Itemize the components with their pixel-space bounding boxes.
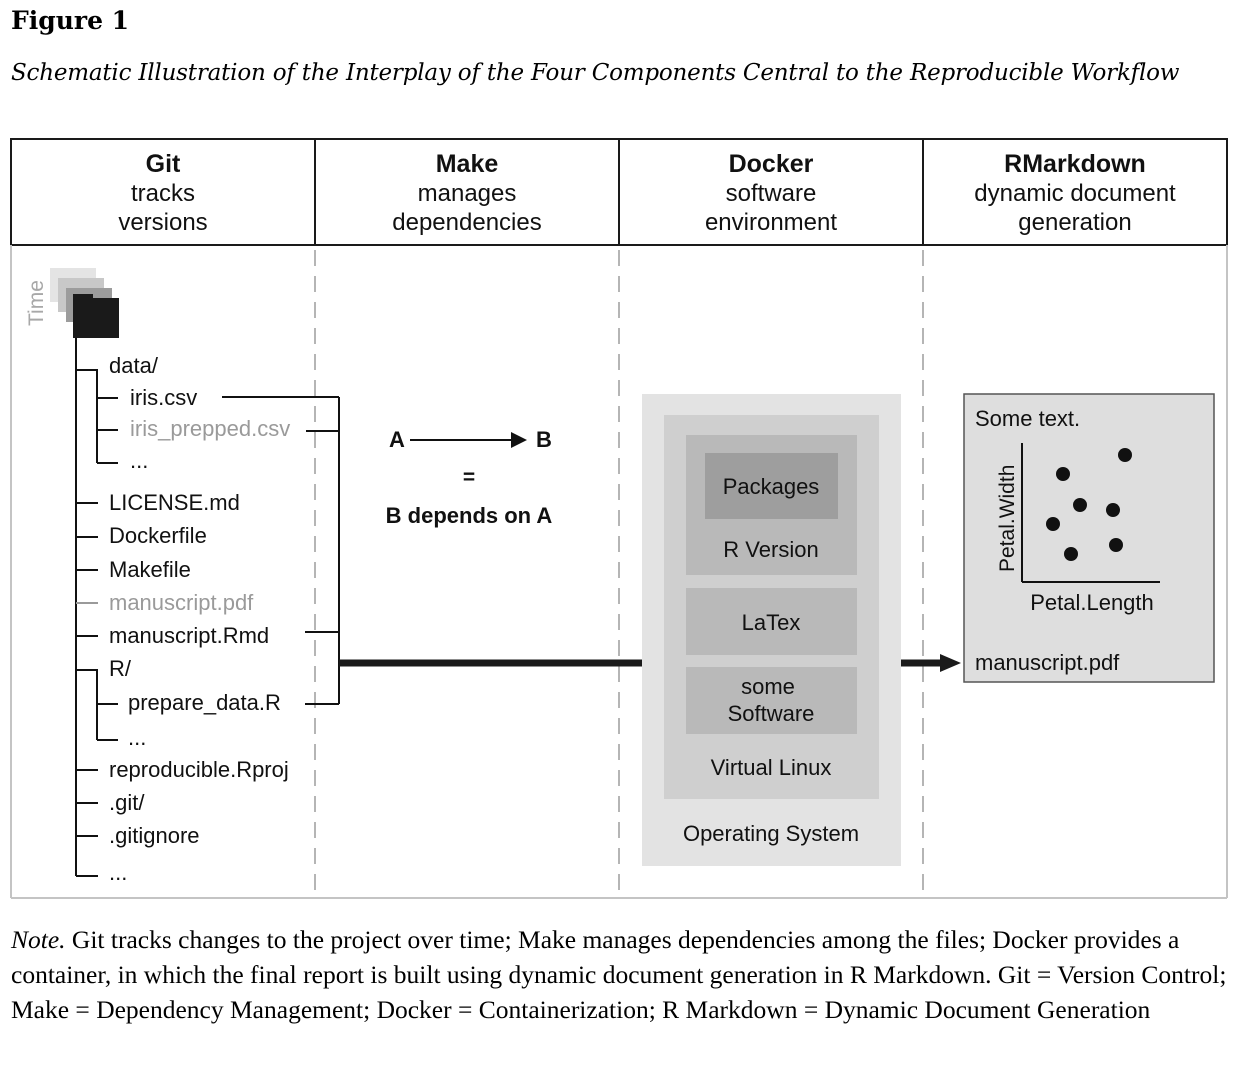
header-row: Git tracks versions Make manages depende… [10,138,1228,246]
file-tree-item: LICENSE.md [109,490,240,515]
file-tree-item: Dockerfile [109,523,207,548]
header-git-name: Git [146,150,181,178]
figure-label: Figure 1 [11,6,130,35]
file-tree-item-muted: manuscript.pdf [109,590,254,615]
make-column: A B = B depends on A [386,427,553,528]
header-git-line1: tracks [131,180,195,207]
file-tree-item: Makefile [109,557,191,582]
file-tree-item: .gitignore [109,823,200,848]
plot-x-axis-label: Petal.Length [1030,590,1154,615]
manuscript-document [963,393,1215,683]
scatter-points [1046,448,1132,561]
rmarkdown-column: Some text. Petal.Width Petal.Length manu… [963,393,1215,683]
latex-label: LaTex [742,610,801,635]
file-tree-connectors [75,338,118,877]
header-make-line1: manages [418,180,517,207]
arrow-right-icon [511,432,527,448]
plot-y-axis-label: Petal.Width [996,465,1019,572]
body-frame [10,245,1228,899]
folder-versions-icon [50,268,119,338]
header-make-line2: dependencies [392,209,541,236]
some-software-label-line2: Software [728,701,815,726]
scatter-point [1118,448,1132,462]
packages-label: Packages [723,474,820,499]
file-tree-item: ... [128,725,146,750]
r-version-label: R Version [723,537,818,562]
header-rmarkdown-line1: dynamic document [974,180,1176,207]
make-node-b: B [536,427,552,452]
packages-box [705,453,838,519]
file-tree-item: manuscript.Rmd [109,623,269,648]
make-node-a: A [389,427,405,452]
file-tree-item: iris.csv [130,385,197,410]
folder-icon [73,298,119,338]
time-axis-label: Time [25,280,48,326]
latex-box [686,588,857,655]
scatter-point [1073,498,1087,512]
file-tree-item: reproducible.Rproj [109,757,289,782]
make-explanation: B depends on A [386,503,553,528]
header-docker-name: Docker [729,150,814,178]
file-tree-item: data/ [109,353,159,378]
file-tree-item: ... [130,448,148,473]
note-label: Note. [11,925,66,954]
scatter-point [1109,538,1123,552]
folder-tab-icon [73,294,93,302]
virtual-linux-label: Virtual Linux [711,755,832,780]
operating-system-label: Operating System [683,821,859,846]
file-tree-item: prepare_data.R [128,690,281,715]
header-git-line2: versions [118,209,207,236]
some-software-box [686,667,857,734]
make-equals: = [463,466,475,489]
header-docker-line2: environment [705,209,837,236]
workflow-diagram: Git tracks versions Make manages depende… [10,138,1228,899]
some-software-label-line1: some [741,674,795,699]
file-tree-item: .git/ [109,790,145,815]
scatter-point [1106,503,1120,517]
header-docker-line1: software [726,180,817,207]
file-tree-item: R/ [109,656,132,681]
arrow-right-icon [940,654,961,672]
dependency-bracket [222,396,340,705]
output-file-label: manuscript.pdf [975,650,1120,675]
scatter-point [1046,517,1060,531]
docker-column: Packages R Version LaTex some Software V… [642,394,901,866]
note-text: Git tracks changes to the project over t… [11,925,1227,1024]
header-make-name: Make [436,150,499,178]
file-tree-item: ... [109,860,127,885]
header-rmarkdown-line2: generation [1018,209,1131,236]
scatter-point [1064,547,1078,561]
scatter-point [1056,467,1070,481]
figure-note: Note. Git tracks changes to the project … [11,922,1231,1027]
git-column: Time [25,268,340,885]
file-tree-item-muted: iris_prepped.csv [130,416,290,441]
figure-caption: Schematic Illustration of the Interplay … [11,60,1180,86]
header-rmarkdown-name: RMarkdown [1004,150,1146,178]
document-some-text: Some text. [975,406,1080,431]
